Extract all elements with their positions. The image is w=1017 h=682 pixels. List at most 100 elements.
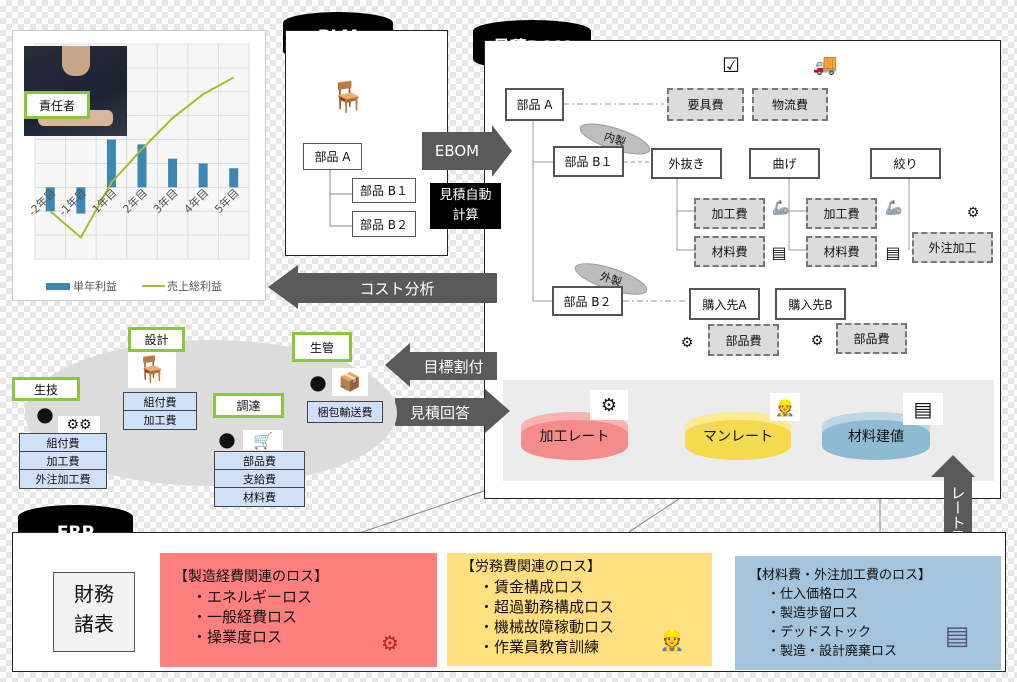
- process-drawing[interactable]: 絞り: [870, 148, 941, 179]
- ebom-arrow: EBOM: [422, 132, 492, 170]
- processing-cost-2[interactable]: 加工費: [806, 198, 877, 229]
- shopping-cart-icon: 🛒: [243, 430, 283, 450]
- worker-icon: 👷: [770, 393, 800, 421]
- cost-item: 組付費: [20, 434, 106, 452]
- parts-cost-b[interactable]: 部品費: [836, 323, 907, 354]
- ebom-arrow-head: [492, 125, 512, 177]
- process-punching[interactable]: 外抜き: [651, 148, 722, 179]
- plm-db-icon: PLM: [283, 12, 393, 62]
- gear-tools-icon: ⚙: [590, 390, 628, 420]
- cost-item: 組付費: [124, 393, 196, 411]
- answer-label: 見積回答: [409, 403, 470, 422]
- erp-db-icon: ERP: [18, 505, 133, 560]
- cost-item: 外注加工費: [20, 470, 106, 488]
- material-pallet-icon: ▤: [944, 620, 970, 651]
- loss-item: ・作業員教育訓練: [479, 638, 600, 656]
- role-label: 責任者: [24, 91, 90, 119]
- cost-item: 部品費: [215, 452, 304, 470]
- package-icon: 📦: [332, 368, 368, 396]
- parts-cost-a[interactable]: 部品費: [708, 324, 779, 356]
- material-cost-2[interactable]: 材料費: [806, 236, 877, 267]
- target-allocation-arrow: 目標割付: [410, 352, 497, 380]
- dept-procurement-costs: 部品費支給費材料費: [214, 451, 305, 507]
- processing-cost-1[interactable]: 加工費: [694, 198, 765, 229]
- gear-chain-icon: ⚙: [966, 205, 980, 221]
- estimate-answer-arrow: 見積回答: [395, 398, 485, 426]
- cost-item: 材料費: [215, 488, 304, 506]
- worker-icon: 👷: [659, 628, 685, 652]
- person-icon: ●: [36, 402, 54, 426]
- plm-part-b1[interactable]: 部品 B１: [352, 178, 416, 203]
- loss-title: 【材料費・外注加工費のロス】: [749, 568, 932, 583]
- loss-item: ・賃金構成ロス: [479, 578, 585, 596]
- person-icon: ●: [218, 427, 236, 451]
- rate-processing[interactable]: 加工レート: [521, 412, 628, 460]
- loss-title: 【製造経費関連のロス】: [174, 569, 328, 585]
- bom-db-icon: 見積BOM: [473, 20, 591, 70]
- loss-item: ・一般経費ロス: [192, 608, 298, 626]
- logistics-cost[interactable]: 物流費: [752, 88, 828, 121]
- bar: [45, 187, 55, 212]
- bom-tree-lines: [532, 103, 910, 302]
- bar: [106, 139, 116, 188]
- loss-item: ・機械故障稼動ロス: [479, 618, 615, 636]
- loss-item: ・操業度ロス: [192, 628, 283, 646]
- material-pallet-icon: ▤: [771, 242, 787, 262]
- loss-title: 【労務費関連のロス】: [461, 559, 601, 575]
- designer-icon: 🪑: [329, 79, 367, 115]
- legend-line-label: 売上総利益: [167, 279, 222, 293]
- dept-prodeng-costs: 組付費加工費外注加工費: [19, 433, 107, 489]
- plm-part-a[interactable]: 部品 A: [303, 143, 362, 170]
- answer-arrow-head: [485, 389, 510, 433]
- cost-analysis-label: コスト分析: [359, 279, 435, 298]
- bom-part-b2[interactable]: 部品 B２: [552, 286, 623, 316]
- plm-tree-lines: [329, 170, 352, 227]
- loss-box-labor: 【労務費関連のロス】 ・賃金構成ロス ・超過勤務構成ロス ・機械故障稼動ロス ・…: [447, 553, 712, 666]
- outsourcing-cost[interactable]: 外注加工: [912, 232, 993, 263]
- truck-icon: 🚚: [812, 52, 838, 76]
- checklist-icon: ☑: [722, 53, 740, 77]
- person-icon: ●: [309, 370, 327, 394]
- cost-analysis-arrow: コスト分析: [297, 273, 497, 303]
- loss-item: ・超過勤務構成ロス: [479, 598, 615, 616]
- process-bending[interactable]: 曲げ: [749, 148, 820, 179]
- dept-prodeng-label: 生技: [12, 377, 80, 401]
- robot-arm-icon: 🦾: [772, 200, 790, 216]
- bar: [168, 158, 178, 188]
- dept-design-costs: 組付費加工費: [123, 392, 197, 430]
- plm-part-b2[interactable]: 部品 B２: [352, 211, 416, 237]
- gear-chain-icon: ⚙: [680, 335, 694, 351]
- loss-item: ・仕入価格ロス: [767, 587, 859, 602]
- bar: [137, 144, 147, 188]
- bom-part-b1[interactable]: 部品 B１: [553, 146, 624, 177]
- target-arrow-head: [385, 343, 410, 387]
- tooling-cost[interactable]: 要具費: [667, 88, 744, 121]
- loss-box-overhead: 【製造経費関連のロス】 ・エネルギーロス ・一般経費ロス ・操業度ロス ⚙: [160, 553, 437, 667]
- cost-item: 加工費: [20, 452, 106, 470]
- bom-part-a[interactable]: 部品 A: [505, 88, 564, 121]
- dept-procurement-label: 調達: [213, 393, 284, 418]
- gear-tools-icon: ⚙: [381, 631, 399, 655]
- loss-item: ・デッドストック: [767, 625, 872, 640]
- cost-item: 支給費: [215, 470, 304, 488]
- gear-chain-icon: ⚙: [810, 333, 824, 349]
- robot-arm-icon: 🦾: [885, 200, 903, 216]
- bar: [198, 163, 208, 188]
- designer-icon: 🪑: [128, 352, 176, 388]
- loss-item: ・製造・設計廃棄ロス: [767, 644, 898, 659]
- target-label: 目標割付: [423, 357, 484, 376]
- loss-item: ・エネルギーロス: [192, 588, 313, 606]
- bar: [76, 187, 86, 214]
- line-series: [49, 76, 235, 240]
- loss-item: ・製造歩留ロス: [767, 606, 859, 621]
- supplier-a[interactable]: 購入先A: [689, 288, 760, 320]
- supplier-b[interactable]: 購入先B: [775, 288, 846, 320]
- dept-prodctrl-label: 生管: [292, 332, 352, 362]
- financial-statements[interactable]: 財務 諸表: [53, 572, 135, 652]
- gears-icon: ⚙⚙: [58, 416, 100, 434]
- ebom-label: EBOM: [434, 142, 480, 160]
- cost-analysis-arrow-head: [268, 265, 298, 309]
- cost-item: 梱包輸送費: [308, 402, 382, 422]
- material-cost-1[interactable]: 材料費: [694, 236, 765, 267]
- rate-review-arrow-head: [931, 455, 975, 477]
